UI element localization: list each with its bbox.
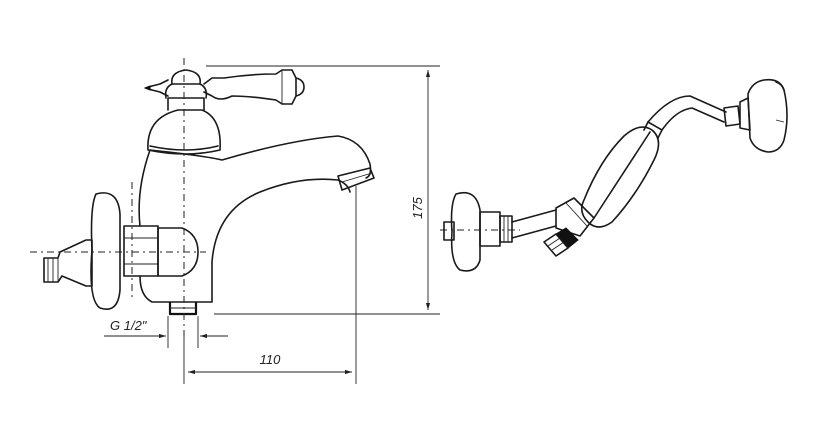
shower-head	[747, 78, 788, 153]
width-label: 110	[260, 352, 281, 367]
dimension-thread: G 1/2"	[104, 316, 228, 348]
spout-aerator	[337, 167, 375, 191]
dimension-width: 110	[183, 186, 357, 384]
wall-holder	[450, 191, 481, 272]
wall-flange	[90, 192, 121, 310]
hex-nut	[123, 225, 159, 277]
shower-neck	[647, 95, 727, 131]
lever-handle	[203, 69, 297, 105]
height-label: 175	[410, 196, 425, 218]
union-cylinder	[157, 227, 199, 277]
faucet-body	[43, 69, 375, 316]
bonnet	[147, 109, 221, 155]
thread-label: G 1/2"	[110, 318, 148, 333]
dimension-height: 175	[206, 65, 440, 315]
hand-shower-assembly	[443, 78, 788, 272]
body-spout	[138, 135, 372, 303]
shower-grip	[580, 126, 660, 228]
hose-connector	[543, 227, 579, 257]
inlet-nipple	[43, 239, 93, 287]
shower-handle-base	[555, 197, 595, 237]
